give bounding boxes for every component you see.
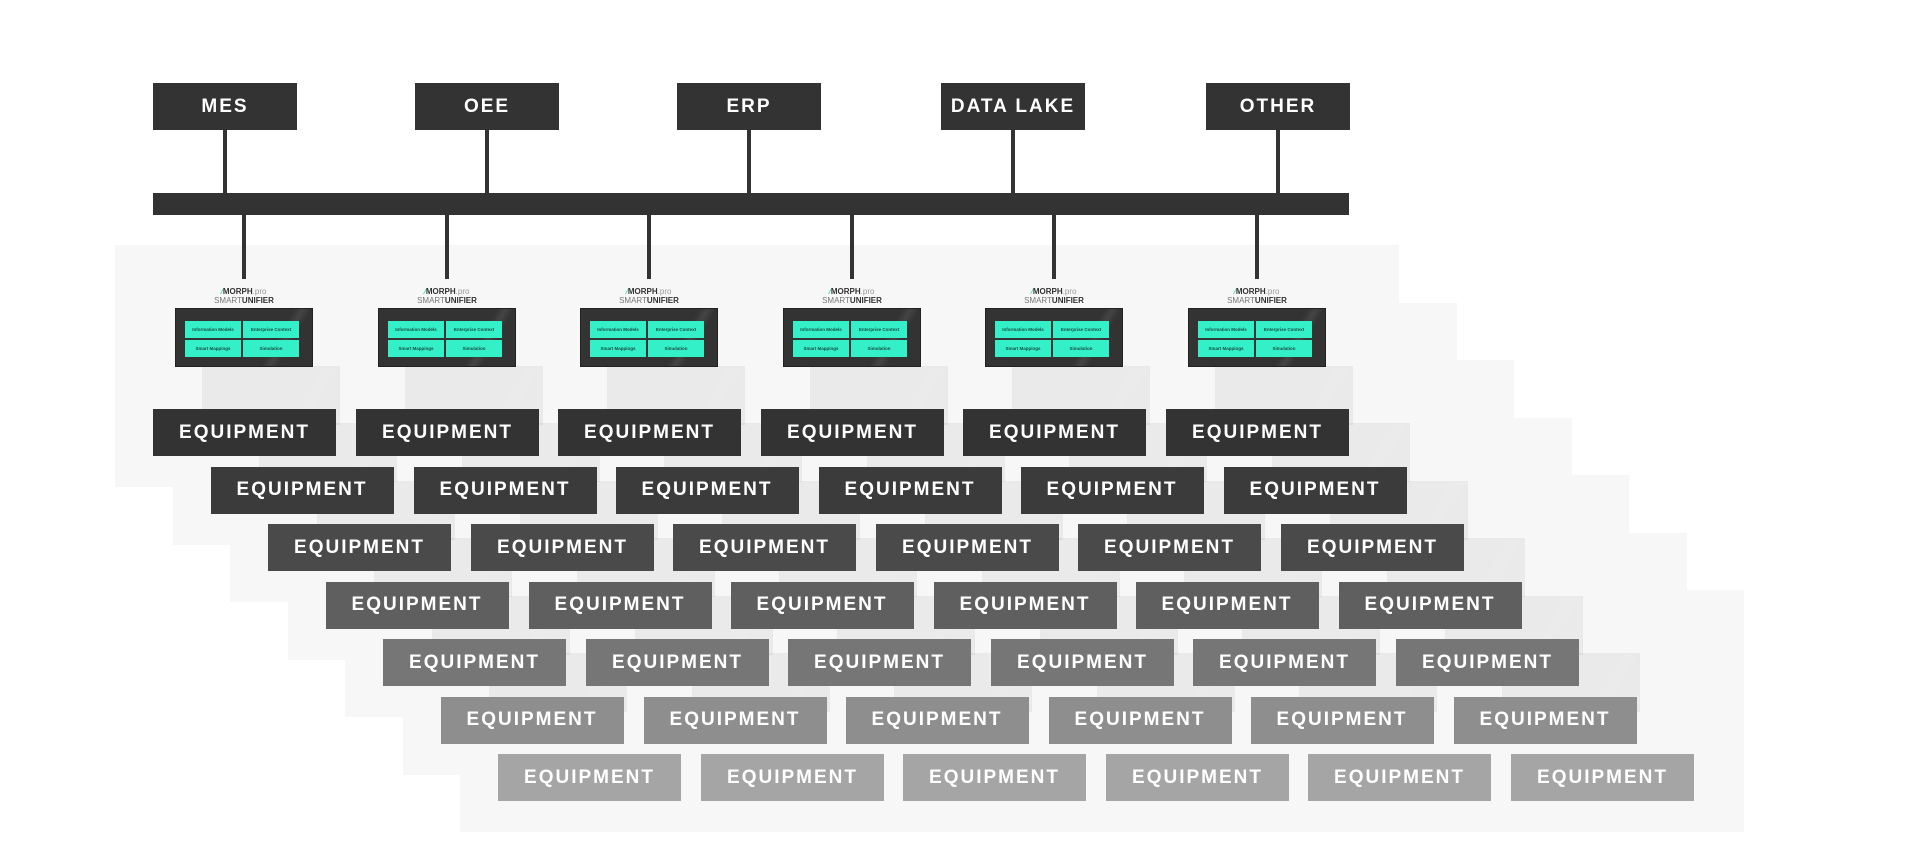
module-simulation: Simulation xyxy=(1053,340,1109,357)
equipment-box: EQUIPMENT xyxy=(963,409,1146,456)
system-box-data-lake: DATA LAKE xyxy=(941,83,1085,130)
equipment-box: EQUIPMENT xyxy=(1338,581,1522,629)
equipment-box: EQUIPMENT xyxy=(1250,696,1434,744)
module-smart-mappings: Smart Mappings xyxy=(793,340,849,357)
connector-line xyxy=(242,215,246,279)
equipment-box: EQUIPMENT xyxy=(383,639,566,686)
module-enterprise-context: Enterprise Context xyxy=(1053,321,1109,338)
equipment-box: EQUIPMENT xyxy=(1193,639,1376,686)
equipment-box: EQUIPMENT xyxy=(673,524,856,571)
equipment-box: EQUIPMENT xyxy=(1135,581,1319,629)
module-enterprise-context: Enterprise Context xyxy=(648,321,704,338)
equipment-box: EQUIPMENT xyxy=(730,581,914,629)
equipment-box: EQUIPMENT xyxy=(1223,466,1407,514)
equipment-box: EQUIPMENT xyxy=(471,524,654,571)
equipment-box: EQUIPMENT xyxy=(1106,754,1289,801)
equipment-box: EQUIPMENT xyxy=(558,409,741,456)
equipment-box: EQUIPMENT xyxy=(903,754,1086,801)
equipment-box: EQUIPMENT xyxy=(933,581,1117,629)
module-smart-mappings: Smart Mappings xyxy=(590,340,646,357)
connector-line xyxy=(223,130,227,193)
equipment-box: EQUIPMENT xyxy=(701,754,884,801)
equipment-box: EQUIPMENT xyxy=(586,639,769,686)
equipment-box: EQUIPMENT xyxy=(268,524,451,571)
equipment-box: EQUIPMENT xyxy=(876,524,1059,571)
equipment-box: EQUIPMENT xyxy=(788,639,971,686)
module-information-models: Information Models xyxy=(793,321,849,338)
connector-line xyxy=(445,215,449,279)
connector-line xyxy=(747,130,751,193)
equipment-box: EQUIPMENT xyxy=(643,696,827,744)
module-smart-mappings: Smart Mappings xyxy=(185,340,241,357)
equipment-box: EQUIPMENT xyxy=(1396,639,1579,686)
module-enterprise-context: Enterprise Context xyxy=(1256,321,1312,338)
equipment-box: EQUIPMENT xyxy=(325,581,509,629)
module-information-models: Information Models xyxy=(590,321,646,338)
module-enterprise-context: Enterprise Context xyxy=(851,321,907,338)
connector-line xyxy=(850,215,854,279)
module-smart-mappings: Smart Mappings xyxy=(388,340,444,357)
module-simulation: Simulation xyxy=(648,340,704,357)
module-simulation: Simulation xyxy=(243,340,299,357)
equipment-box: EQUIPMENT xyxy=(991,639,1174,686)
connector-line xyxy=(1276,130,1280,193)
module-smart-mappings: Smart Mappings xyxy=(995,340,1051,357)
module-smart-mappings: Smart Mappings xyxy=(1198,340,1254,357)
connector-line xyxy=(485,130,489,193)
connector-line xyxy=(1052,215,1056,279)
system-box-mes: MES xyxy=(153,83,297,130)
equipment-box: EQUIPMENT xyxy=(498,754,681,801)
system-box-oee: OEE xyxy=(415,83,559,130)
module-information-models: Information Models xyxy=(388,321,444,338)
module-information-models: Information Models xyxy=(1198,321,1254,338)
integration-bus xyxy=(153,193,1349,215)
system-box-other: OTHER xyxy=(1206,83,1350,130)
equipment-box: EQUIPMENT xyxy=(615,466,799,514)
module-simulation: Simulation xyxy=(446,340,502,357)
module-simulation: Simulation xyxy=(1256,340,1312,357)
equipment-box: EQUIPMENT xyxy=(845,696,1029,744)
equipment-box: EQUIPMENT xyxy=(1281,524,1464,571)
equipment-box: EQUIPMENT xyxy=(440,696,624,744)
equipment-box: EQUIPMENT xyxy=(1511,754,1694,801)
equipment-box: EQUIPMENT xyxy=(1308,754,1491,801)
connector-line xyxy=(647,215,651,279)
equipment-box: EQUIPMENT xyxy=(1020,466,1204,514)
equipment-box: EQUIPMENT xyxy=(413,466,597,514)
module-enterprise-context: Enterprise Context xyxy=(446,321,502,338)
equipment-box: EQUIPMENT xyxy=(1048,696,1232,744)
module-information-models: Information Models xyxy=(185,321,241,338)
equipment-box: EQUIPMENT xyxy=(528,581,712,629)
equipment-box: EQUIPMENT xyxy=(1078,524,1261,571)
equipment-box: EQUIPMENT xyxy=(153,409,336,456)
connector-line xyxy=(1011,130,1015,193)
module-simulation: Simulation xyxy=(851,340,907,357)
equipment-box: EQUIPMENT xyxy=(356,409,539,456)
system-box-erp: ERP xyxy=(677,83,821,130)
module-enterprise-context: Enterprise Context xyxy=(243,321,299,338)
equipment-box: EQUIPMENT xyxy=(818,466,1002,514)
module-information-models: Information Models xyxy=(995,321,1051,338)
equipment-box: EQUIPMENT xyxy=(1166,409,1349,456)
equipment-box: EQUIPMENT xyxy=(761,409,944,456)
equipment-box: EQUIPMENT xyxy=(1453,696,1637,744)
connector-line xyxy=(1255,215,1259,279)
equipment-box: EQUIPMENT xyxy=(210,466,394,514)
